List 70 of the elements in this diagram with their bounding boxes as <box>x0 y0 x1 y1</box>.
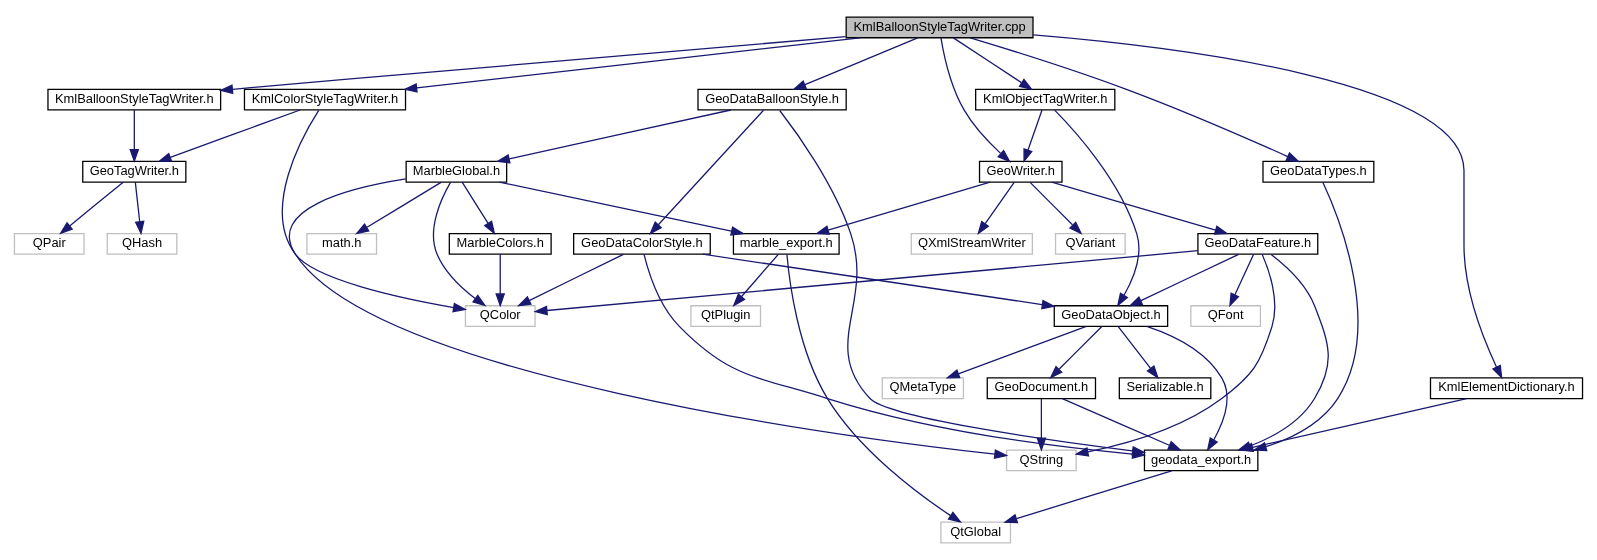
arrow <box>792 37 919 90</box>
node-box: GeoWriter.h <box>978 160 1063 183</box>
arrow <box>498 181 745 236</box>
arrow <box>288 178 1009 460</box>
arrow <box>218 35 847 95</box>
arrow <box>1054 109 1140 307</box>
node-box: math.h <box>306 232 378 255</box>
arrow <box>134 181 145 236</box>
arrow <box>533 250 1199 316</box>
arrow <box>1023 109 1043 163</box>
arrow <box>977 181 1015 235</box>
node-box: QtGlobal <box>940 521 1012 544</box>
node-box: marble_export.h <box>732 232 840 255</box>
node-box: GeoDataColorStyle.h <box>573 232 711 255</box>
arrow <box>495 253 506 308</box>
arrow <box>281 109 468 313</box>
arrow <box>129 109 140 164</box>
arrow <box>952 37 1034 91</box>
node-box: KmlElementDictionary.h <box>1429 377 1584 400</box>
arrow <box>59 181 124 235</box>
node-box: QVariant <box>1054 232 1126 255</box>
arrow <box>1029 181 1083 235</box>
node-box: QString <box>1005 449 1077 472</box>
node-box: geodata_export.h <box>1143 449 1259 472</box>
node-box: GeoDataBalloonStyle.h <box>697 88 847 111</box>
node-box: QHash <box>106 232 178 255</box>
node-box: QMetaType <box>881 377 965 400</box>
node-box: QPair <box>13 232 85 255</box>
node-box: QtPlugin <box>690 305 762 328</box>
arrow <box>945 325 1087 379</box>
node-box: MarbleGlobal.h <box>405 160 508 183</box>
node-box: QFont <box>1190 305 1262 328</box>
arrow <box>432 181 487 307</box>
node-box: KmlColorStyleTagWriter.h <box>243 88 407 111</box>
arrow <box>786 253 963 524</box>
arrow <box>1252 181 1359 452</box>
arrow <box>815 181 991 235</box>
arrow <box>940 37 1011 163</box>
arrow <box>1229 253 1255 308</box>
arrow <box>1032 34 1503 380</box>
arrow <box>1061 397 1183 451</box>
arrow <box>403 37 861 93</box>
arrow <box>1128 253 1240 307</box>
arrow <box>969 37 1301 163</box>
node-box: GeoDataTypes.h <box>1262 160 1375 183</box>
node-box: GeoDataFeature.h <box>1197 232 1319 255</box>
arrow <box>461 181 496 235</box>
arrow <box>495 109 732 164</box>
arrow <box>1051 181 1229 235</box>
arrow <box>1049 325 1103 379</box>
node-box: QXmlStreamWriter <box>910 232 1033 255</box>
arrow <box>1146 325 1228 452</box>
arrow <box>1117 325 1159 380</box>
node-box: GeoDataObject.h <box>1053 305 1169 328</box>
node-box: GeoTagWriter.h <box>82 160 187 183</box>
node-box: MarbleColors.h <box>448 232 552 255</box>
arrow <box>157 109 301 163</box>
node-box: KmlBalloonStyleTagWriter.cpp <box>845 16 1034 39</box>
node-box: Serializable.h <box>1118 377 1212 400</box>
arrow <box>702 253 1056 310</box>
arrow <box>732 253 779 307</box>
node-box: KmlObjectTagWriter.h <box>975 88 1116 111</box>
arrow <box>517 253 625 307</box>
arrow <box>1003 470 1173 524</box>
node-box: KmlBalloonStyleTagWriter.h <box>47 88 222 111</box>
node-box: QColor <box>464 305 536 328</box>
arrow <box>1036 397 1047 452</box>
arrow <box>649 109 765 235</box>
arrow <box>355 181 443 235</box>
node-box: GeoDocument.h <box>986 377 1097 400</box>
